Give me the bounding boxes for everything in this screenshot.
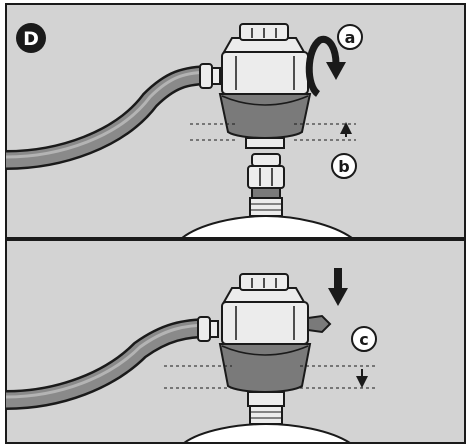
- callout-c: c: [351, 326, 377, 352]
- gas-regulator-seated: [218, 273, 332, 393]
- gas-cylinder: [179, 214, 356, 239]
- top-panel: D: [5, 3, 466, 239]
- hose: [5, 65, 213, 170]
- hose-clamp-bottom: [197, 316, 219, 342]
- callout-c-label: c: [359, 330, 368, 349]
- step-label: D: [23, 28, 39, 50]
- step-badge: D: [16, 23, 46, 53]
- callout-a: a: [337, 24, 363, 50]
- push-down-arrow-icon: [328, 268, 348, 306]
- bottom-panel: c: [5, 239, 466, 444]
- hose-bottom: [5, 318, 211, 410]
- cylinder-valve-connected: [247, 391, 285, 425]
- rotation-arrow-icon: [305, 35, 346, 97]
- callout-b: b: [331, 153, 357, 179]
- gas-regulator: [218, 23, 312, 149]
- hose-clamp: [199, 63, 221, 89]
- callout-a-label: a: [345, 28, 356, 47]
- lower-guide-lines: [164, 365, 376, 389]
- callout-b-label: b: [338, 157, 349, 176]
- cylinder-valve: [247, 153, 285, 217]
- lift-guide-lines: [190, 123, 356, 141]
- gas-cylinder-bottom: [180, 422, 354, 444]
